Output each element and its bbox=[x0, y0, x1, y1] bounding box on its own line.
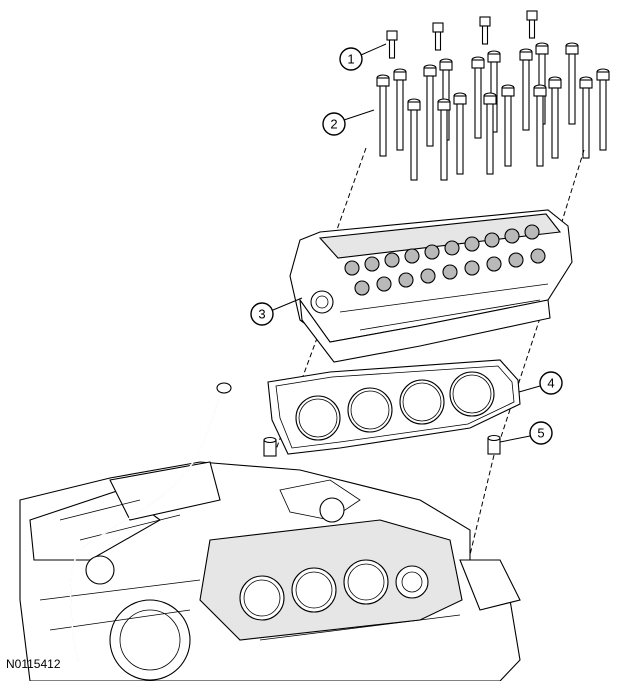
short-bolts bbox=[386, 10, 538, 59]
callout-2: 2 bbox=[322, 109, 375, 136]
dowel-pin bbox=[263, 436, 277, 457]
dowel-pins bbox=[263, 434, 501, 457]
callout-3: 3 bbox=[250, 297, 303, 326]
figure-id: N0115412 bbox=[6, 657, 61, 671]
short-bolt bbox=[432, 22, 444, 51]
callout-2-label: 2 bbox=[330, 117, 337, 132]
long-bolt bbox=[565, 42, 579, 125]
callout-4-label: 4 bbox=[547, 376, 554, 391]
callout-5-label: 5 bbox=[537, 426, 544, 441]
long-bolt bbox=[407, 98, 421, 181]
long-bolt bbox=[533, 84, 547, 167]
long-bolt bbox=[579, 76, 593, 159]
long-bolt bbox=[548, 76, 562, 159]
dipstick-tube bbox=[69, 382, 232, 661]
long-bolt bbox=[393, 68, 407, 151]
cylinder-head bbox=[289, 209, 573, 363]
long-bolt bbox=[501, 84, 515, 167]
head-gasket bbox=[267, 359, 521, 455]
long-bolt bbox=[596, 68, 610, 151]
dowel-pin bbox=[487, 434, 501, 455]
long-bolt bbox=[519, 48, 533, 131]
callout-3-label: 3 bbox=[258, 307, 265, 322]
long-bolt bbox=[483, 92, 497, 175]
short-bolt bbox=[526, 10, 538, 39]
long-bolt bbox=[437, 98, 451, 181]
long-bolt bbox=[423, 64, 437, 147]
valve-springs bbox=[344, 224, 546, 296]
callout-1-label: 1 bbox=[347, 52, 354, 67]
callout-4: 4 bbox=[518, 371, 563, 395]
long-bolt bbox=[453, 92, 467, 175]
long-bolts bbox=[376, 42, 610, 181]
short-bolt bbox=[386, 30, 398, 59]
callout-5: 5 bbox=[499, 421, 553, 445]
callout-1: 1 bbox=[339, 43, 387, 71]
engine-block bbox=[19, 461, 521, 681]
long-bolt bbox=[471, 56, 485, 139]
short-bolt bbox=[479, 16, 491, 45]
long-bolt bbox=[376, 74, 390, 157]
